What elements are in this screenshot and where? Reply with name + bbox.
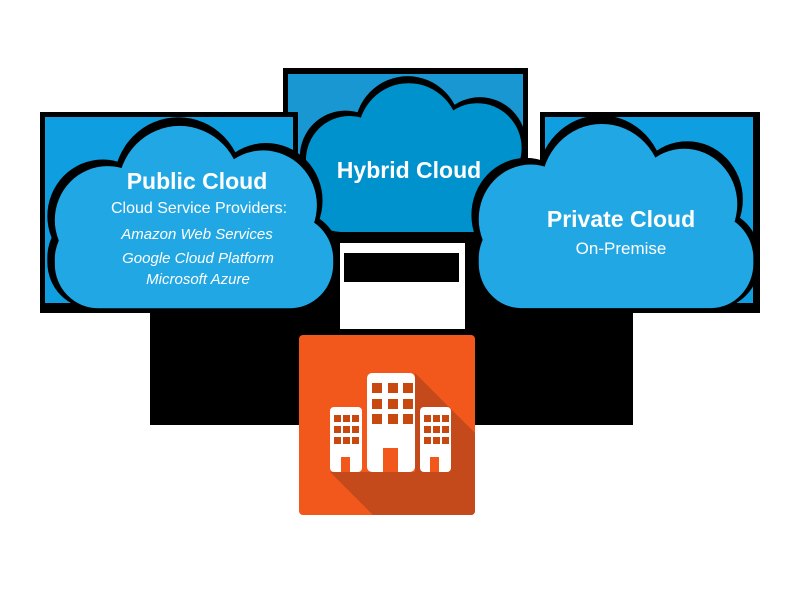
private-cloud-title: Private Cloud <box>546 206 696 232</box>
building-windows <box>334 383 449 444</box>
provider-azure: Microsoft Azure <box>146 271 250 288</box>
private-cloud-subtitle: On-Premise <box>575 239 667 258</box>
connector-center-bar <box>344 253 459 282</box>
connector-right <box>470 313 633 425</box>
provider-aws: Amazon Web Services <box>121 226 273 243</box>
hybrid-cloud-title: Hybrid Cloud <box>336 157 482 183</box>
door-left <box>341 457 350 472</box>
building-doors <box>341 448 439 472</box>
door-center <box>383 448 398 472</box>
public-cloud-title: Public Cloud <box>126 168 268 194</box>
door-right <box>430 457 439 472</box>
provider-gcp: Google Cloud Platform <box>122 250 274 267</box>
connector-left <box>150 313 327 425</box>
public-cloud-subtitle: Cloud Service Providers: <box>110 200 288 217</box>
